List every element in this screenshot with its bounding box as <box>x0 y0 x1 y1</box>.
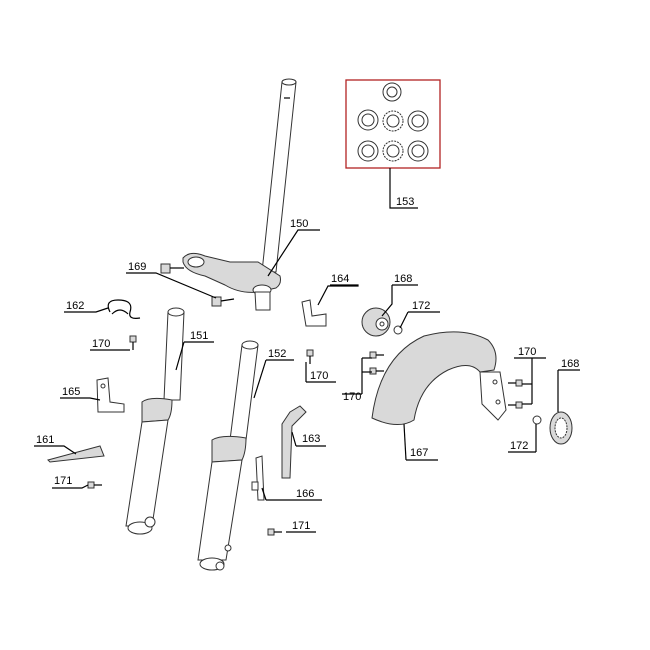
washer-172-lower[interactable] <box>532 415 542 425</box>
callout-172-upper: 172 <box>412 300 430 312</box>
bracket-163[interactable] <box>281 405 307 479</box>
callout-171-left: 171 <box>54 475 72 487</box>
callout-170-fender-right: 170 <box>518 346 536 358</box>
steering-stem-150[interactable] <box>182 78 297 311</box>
screw-170-center[interactable] <box>306 349 314 364</box>
callout-163: 163 <box>302 433 320 445</box>
fork-leg-152[interactable] <box>197 340 259 571</box>
leader-lines <box>34 168 580 533</box>
screw-170-left[interactable] <box>129 335 137 350</box>
callout-170-center: 170 <box>310 370 328 382</box>
bearing-kit-153[interactable] <box>345 79 441 169</box>
hose-clip-162[interactable] <box>107 299 141 319</box>
fork-leg-151[interactable] <box>125 307 185 535</box>
callout-165: 165 <box>62 386 80 398</box>
callout-169: 169 <box>128 261 146 273</box>
callout-164: 164 <box>331 273 349 285</box>
callout-170-fender-left: 170 <box>343 391 361 403</box>
screw-171-right[interactable] <box>267 528 282 536</box>
screws-170-fender-right[interactable] <box>508 379 523 409</box>
callout-172-lower: 172 <box>510 440 528 452</box>
speedo-drive-168-lower[interactable] <box>549 411 573 445</box>
callout-162: 162 <box>66 300 84 312</box>
callout-151: 151 <box>190 330 208 342</box>
callout-152: 152 <box>268 348 286 360</box>
bearing-kit-highlight-box <box>345 79 441 169</box>
callout-166: 166 <box>296 488 314 500</box>
callout-170-left: 170 <box>92 338 110 350</box>
callout-168-lower: 168 <box>561 358 579 370</box>
callout-168-upper: 168 <box>394 273 412 285</box>
bracket-164[interactable] <box>301 299 327 327</box>
bracket-166[interactable] <box>251 455 265 501</box>
callout-161: 161 <box>36 434 54 446</box>
bracket-165[interactable] <box>96 377 125 413</box>
front-fender-167[interactable] <box>371 331 507 425</box>
screws-170-fender-left[interactable] <box>369 351 384 375</box>
callout-153: 153 <box>396 196 414 208</box>
callout-167: 167 <box>410 447 428 459</box>
bearing-rings <box>357 82 429 162</box>
bolt-169[interactable] <box>160 263 235 307</box>
callout-labels: 153 150 169 164 168 172 162 170 151 152 … <box>36 196 579 532</box>
callout-171-right: 171 <box>292 520 310 532</box>
screw-171-left[interactable] <box>87 481 102 489</box>
callout-150: 150 <box>290 218 308 230</box>
